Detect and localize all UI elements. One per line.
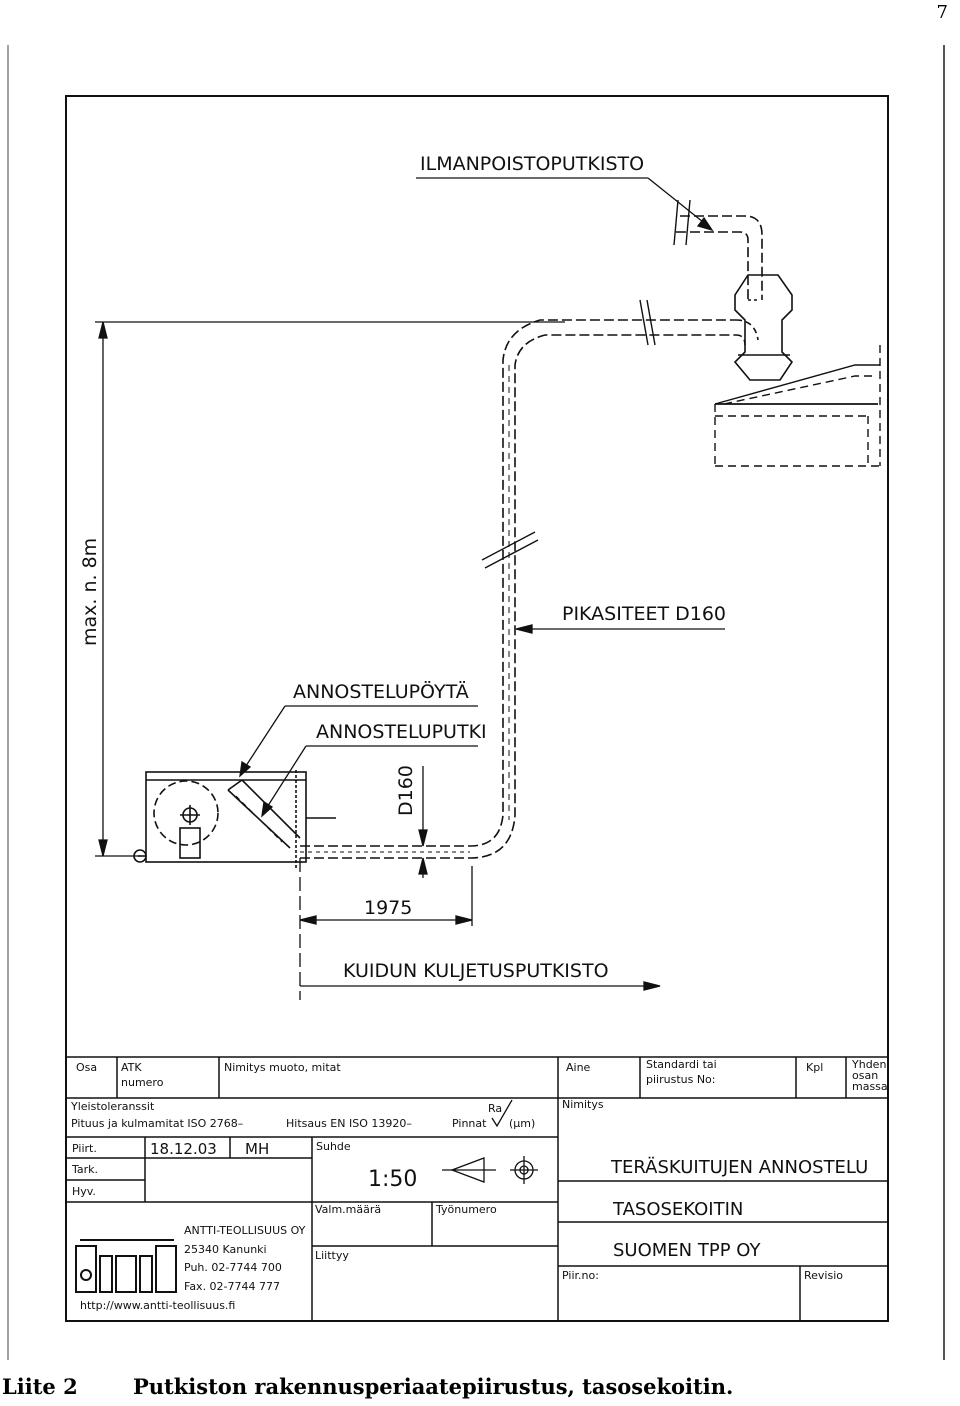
projection-symbol — [442, 1156, 538, 1184]
tb-piirustus-no: piirustus No: — [646, 1073, 716, 1086]
leader-dosing-pipe — [261, 745, 478, 818]
dosing-table-machine — [133, 770, 336, 868]
tb-company-phone: Puh. 02-7744 700 — [184, 1261, 282, 1274]
tb-kpl: Kpl — [806, 1061, 823, 1074]
leader-air-exhaust — [416, 177, 714, 232]
tb-scale: 1:50 — [368, 1167, 417, 1192]
tb-osa: Osa — [76, 1061, 97, 1074]
company-logo — [75, 1239, 177, 1293]
tb-company-client: SUOMEN TPP OY — [613, 1240, 761, 1261]
caption-text: Putkiston rakennusperiaatepiirustus, tas… — [133, 1374, 734, 1399]
leader-dosing-table — [239, 705, 478, 778]
diameter-label: D160 — [395, 765, 417, 816]
tb-liittyy: Liittyy — [315, 1249, 349, 1262]
tb-hitsaus: Hitsaus EN ISO 13920– — [286, 1117, 412, 1130]
title-block-grid — [66, 1056, 888, 1322]
dosing-table-label: ANNOSTELUPÖYTÄ — [293, 680, 469, 703]
tb-numero: numero — [121, 1076, 164, 1089]
tb-nimitys: Nimitys — [562, 1098, 604, 1111]
tb-yhden: Yhden — [851, 1058, 886, 1071]
tb-aine: Aine — [566, 1061, 591, 1074]
surface-finish-symbol — [491, 1099, 513, 1128]
pipe-route — [300, 215, 763, 859]
tb-piir-no: Piir.no: — [562, 1269, 599, 1282]
dimension-max-height — [95, 321, 565, 857]
tb-valm-maara: Valm.määrä — [315, 1203, 381, 1216]
tb-company-name: ANTTI-TEOLLISUUS OY — [184, 1224, 306, 1237]
leader-quick-couplings — [515, 624, 725, 634]
tb-yleistoleranssit: Yleistoleranssit — [70, 1100, 155, 1113]
tb-tark: Tark. — [71, 1163, 98, 1176]
tb-date: 18.12.03 — [150, 1140, 217, 1158]
tb-standardi: Standardi tai — [646, 1058, 717, 1071]
dimension-diameter — [418, 766, 428, 878]
dimension-length — [299, 858, 473, 1000]
tb-piirt: Piirt. — [72, 1142, 97, 1155]
tb-name-line1: TERÄSKUITUJEN ANNOSTELU — [610, 1157, 868, 1178]
page-number: 7 — [936, 2, 948, 23]
tb-revisio: Revisio — [804, 1269, 843, 1282]
quick-couplings-label: PIKASITEET D160 — [562, 603, 726, 625]
tb-osan: osan — [852, 1069, 878, 1082]
tb-nimitys-muoto: Nimitys muoto, mitat — [224, 1061, 341, 1074]
tb-name-line2: TASOSEKOITIN — [612, 1199, 743, 1220]
pipe-break-markers — [481, 199, 691, 569]
leader-fiber-conveying — [300, 981, 661, 991]
dosing-pipe-label: ANNOSTELUPUTKI — [316, 721, 487, 743]
tb-company-web: http://www.antti-teollisuus.fi — [80, 1299, 235, 1312]
length-dimension-value: 1975 — [364, 897, 412, 919]
tb-atk: ATK — [121, 1061, 142, 1074]
caption-appendix: Liite 2 — [2, 1374, 78, 1399]
fiber-conveying-label: KUIDUN KULJETUSPUTKISTO — [343, 960, 609, 982]
tb-massa: massa — [852, 1080, 888, 1093]
air-exhaust-label: ILMANPOISTOPUTKISTO — [420, 153, 644, 175]
tb-drawer: MH — [245, 1140, 269, 1158]
tb-company-address: 25340 Kanunki — [184, 1243, 267, 1256]
tb-tyonumero: Työnumero — [435, 1203, 497, 1216]
tb-hyv: Hyv. — [72, 1185, 96, 1198]
cyclone-unit — [733, 274, 794, 381]
tb-company-fax: Fax. 02-7744 777 — [184, 1280, 280, 1293]
tb-ra: Ra — [488, 1102, 502, 1115]
max-height-label: max. n. 8m — [79, 538, 101, 646]
tb-pinnat: Pinnat — [452, 1117, 487, 1130]
tb-pituus: Pituus ja kulmamitat ISO 2768– — [71, 1117, 243, 1130]
building-outline — [714, 345, 881, 467]
tb-suhde: Suhde — [316, 1140, 351, 1153]
tb-um: (µm) — [509, 1117, 535, 1130]
